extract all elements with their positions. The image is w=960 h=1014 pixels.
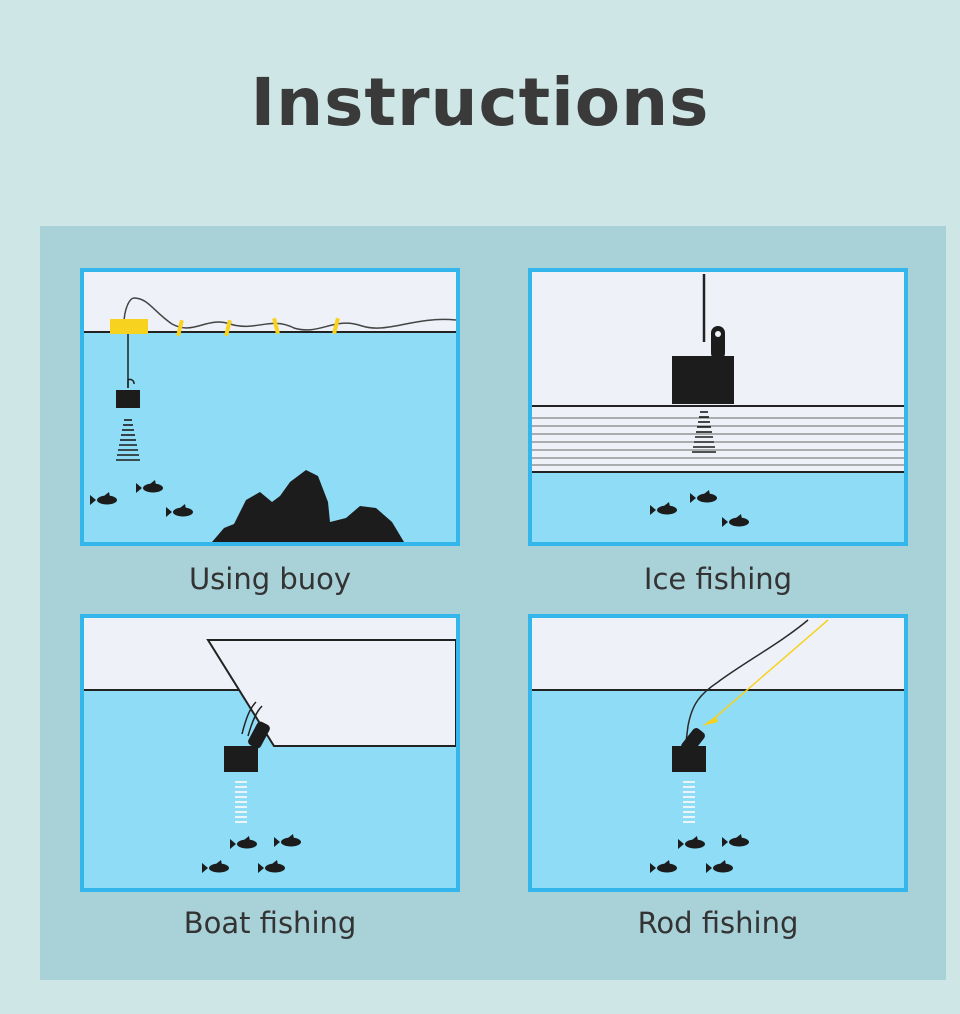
scene-using-buoy — [80, 268, 460, 546]
sonar-transducer-icon — [224, 746, 258, 772]
fish-icon — [90, 480, 193, 517]
scene-boat-fishing — [80, 614, 460, 892]
rod-fishing-illustration — [532, 618, 904, 873]
using-buoy-illustration — [84, 272, 456, 542]
sonar-transducer-icon — [672, 356, 734, 404]
fish-icon — [650, 490, 749, 527]
buoy-icon — [110, 319, 148, 334]
scene-rod-fishing — [528, 614, 908, 892]
sonar-wave-icon — [692, 411, 716, 453]
boat-fishing-illustration — [84, 618, 456, 873]
caption-boat-fishing: Boat fishing — [183, 906, 357, 940]
sonar-transducer-icon — [116, 390, 140, 408]
sonar-wave-icon — [235, 781, 247, 823]
fishing-line-icon — [685, 619, 829, 743]
caption-ice-fishing: Ice fishing — [643, 562, 793, 596]
boat-hull-icon — [206, 639, 456, 747]
sonar-wave-icon — [683, 781, 695, 823]
scene-ice-fishing — [528, 268, 908, 546]
sonar-transducer-icon — [672, 746, 706, 772]
ice-fishing-illustration — [532, 272, 904, 527]
caption-rod-fishing: Rod fishing — [637, 906, 799, 940]
rock-icon — [212, 470, 404, 542]
fish-icon — [202, 834, 301, 873]
sonar-wave-icon — [116, 419, 140, 461]
ice-layer-icon — [532, 417, 904, 466]
page-title: Instructions — [250, 64, 710, 141]
fish-icon — [650, 834, 749, 873]
caption-using-buoy: Using buoy — [188, 562, 352, 596]
